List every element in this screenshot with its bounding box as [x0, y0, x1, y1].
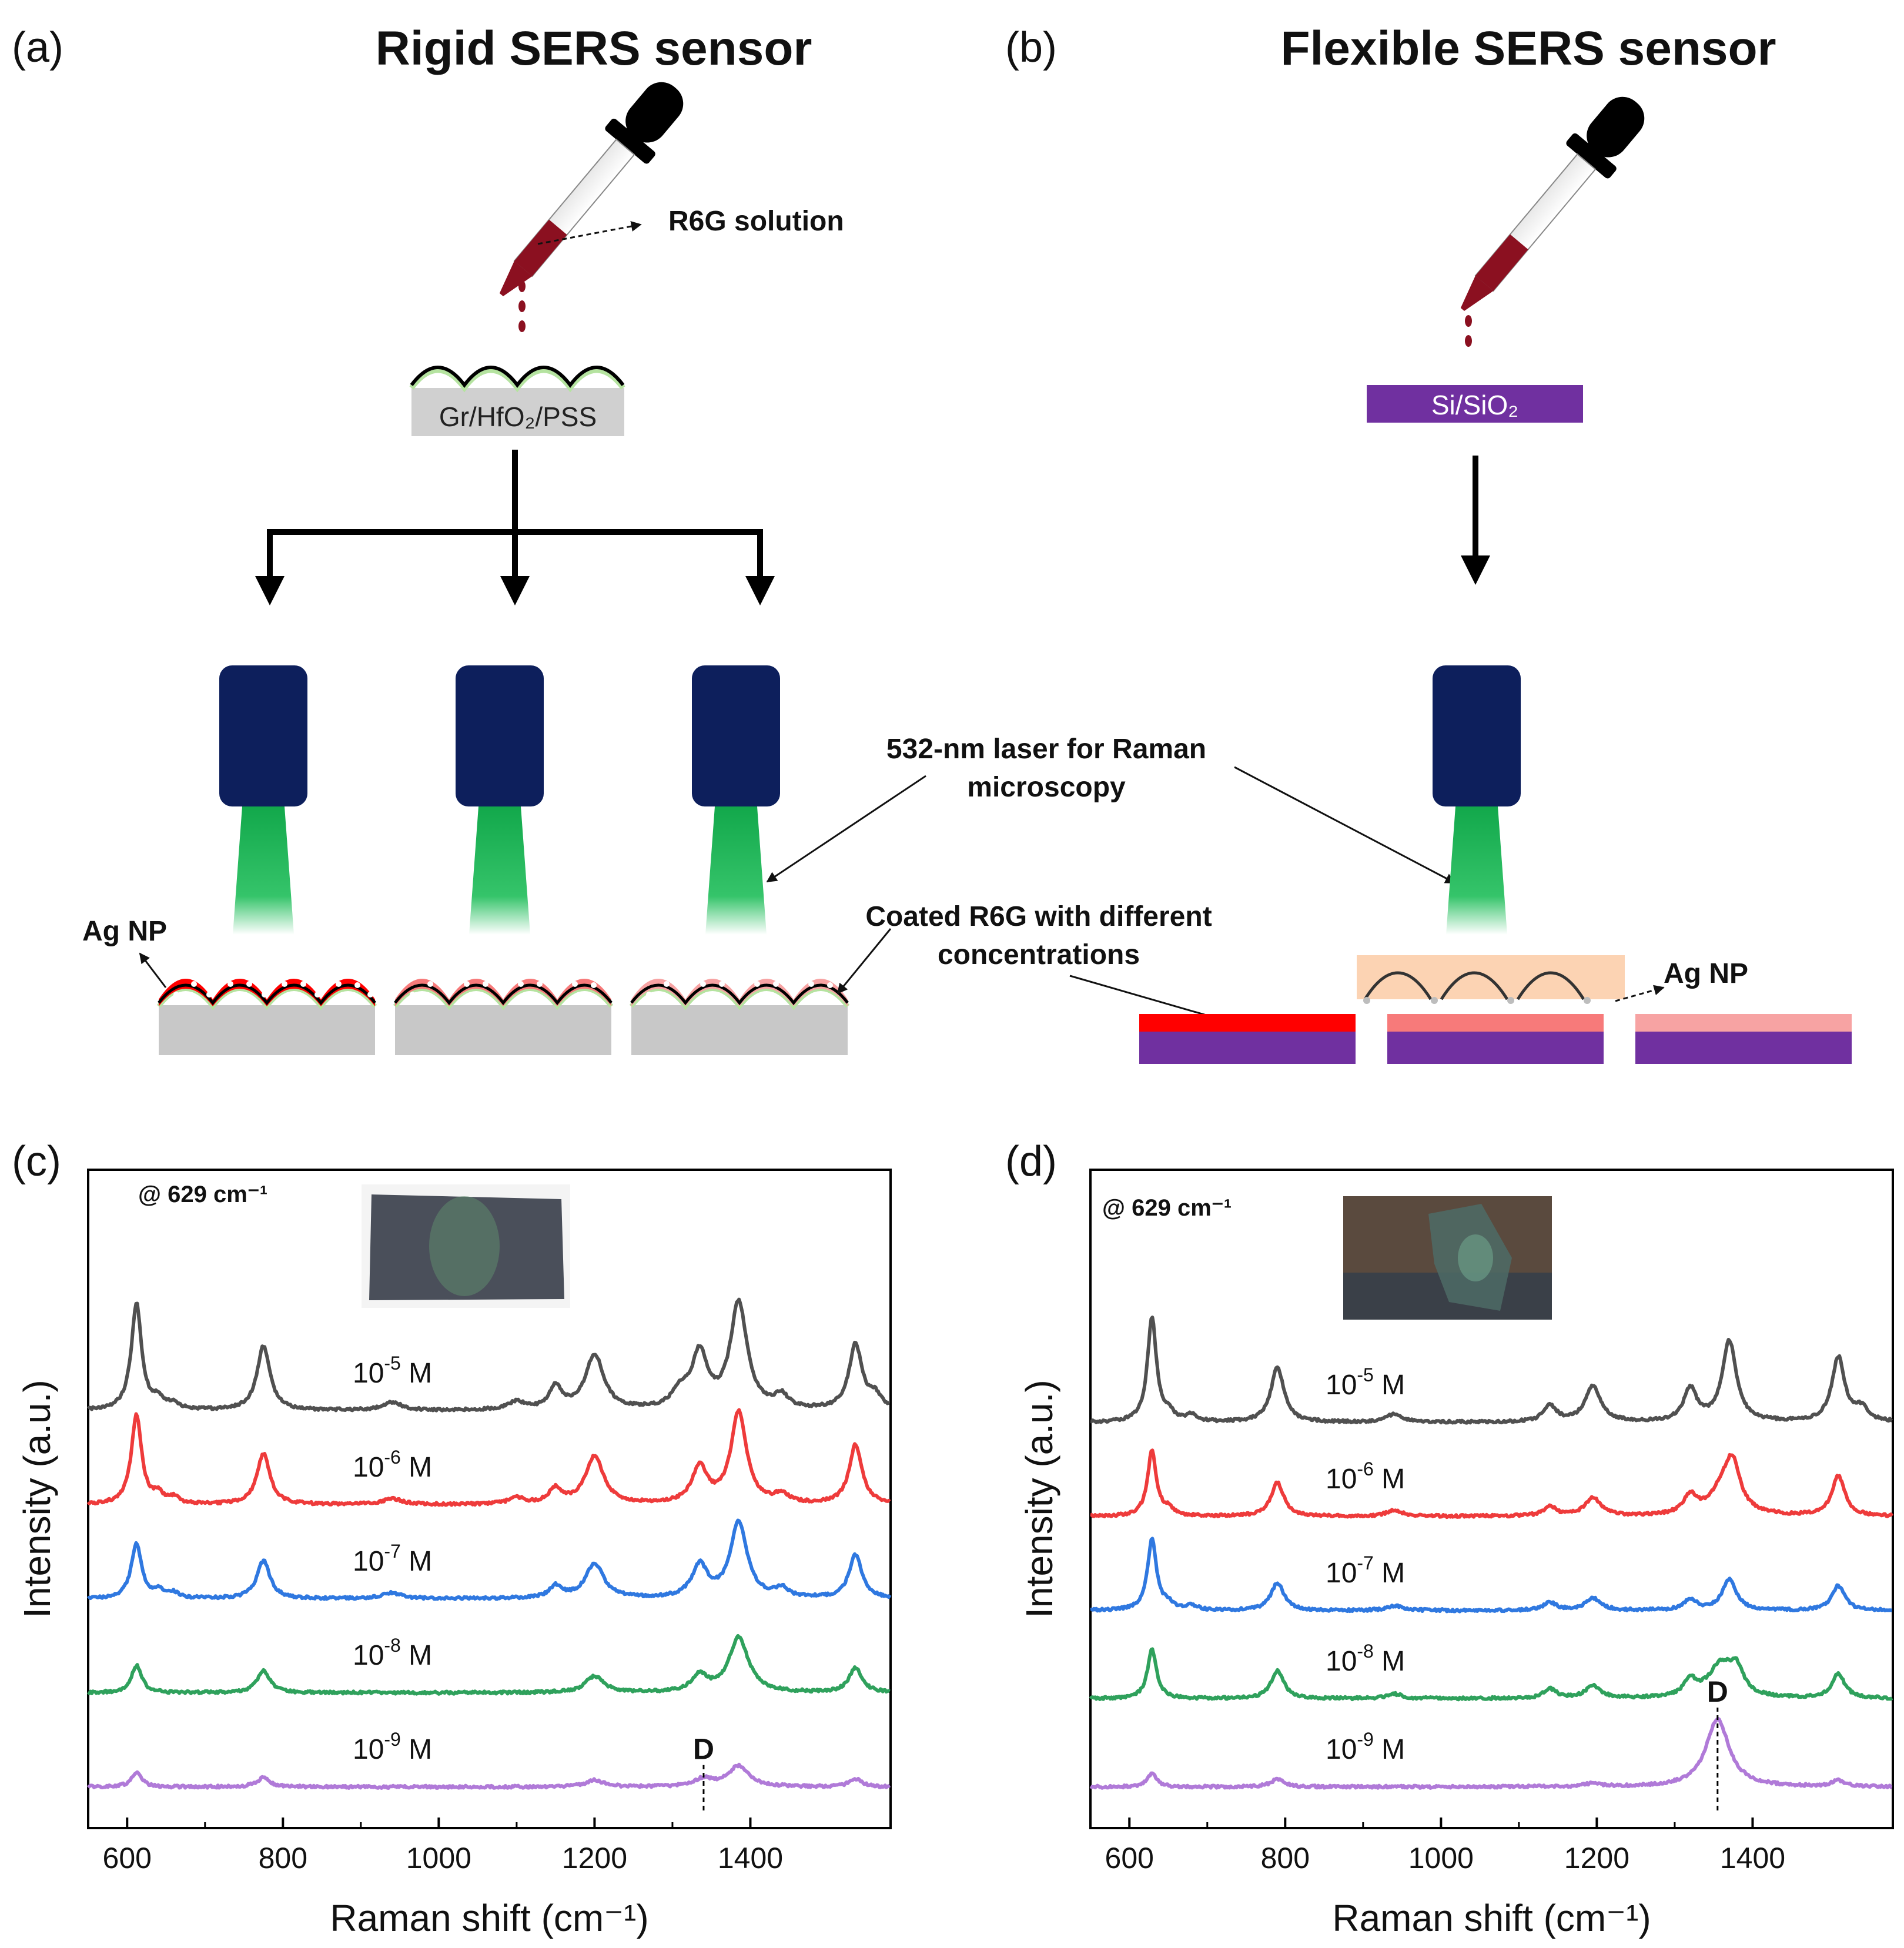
series-label: 10-7 M: [353, 1541, 432, 1577]
panel-a-title: Rigid SERS sensor: [376, 22, 812, 75]
series-line: [1090, 1537, 1893, 1614]
panel-a: (a) Rigid SERS sensor R6G solution Gr/Hf…: [12, 22, 1456, 1055]
chart-c-frame: [87, 1169, 892, 1829]
flexible-film: [1357, 955, 1625, 1004]
x-tick-label: 1200: [1564, 1842, 1629, 1875]
series-label: 10-6 M: [1326, 1458, 1405, 1495]
laser-1: [219, 665, 307, 935]
chart-d-frame: [1089, 1169, 1894, 1829]
rigid-sample-1: [156, 979, 377, 1055]
series-label: 10-9 M: [353, 1729, 432, 1765]
coated-r6g-label-1: Coated R6G with different: [865, 901, 1212, 932]
rigid-sample-2: [393, 979, 614, 1055]
flexible-sample-3: [1635, 1014, 1852, 1064]
dropper-icon-a: [499, 82, 684, 296]
series-label: 10-8 M: [353, 1635, 432, 1671]
x-tick-label: 1400: [1720, 1842, 1785, 1875]
photo-d: [1343, 1196, 1552, 1320]
series-line: [1089, 1647, 1893, 1702]
x-tick-label: 1400: [718, 1842, 783, 1875]
x-tick-label: 1200: [562, 1842, 627, 1875]
d-band-label: D: [1707, 1675, 1728, 1708]
x-tick-label: 1000: [406, 1842, 471, 1875]
series-line: [1090, 1448, 1894, 1519]
substrate-label-b: Si/SiO₂: [1431, 390, 1518, 420]
x-tick-label: 800: [1261, 1842, 1310, 1875]
series-line: [86, 1408, 891, 1507]
si-sio2-substrate: Si/SiO₂: [1367, 385, 1583, 423]
x-axis-label: Raman shift (cm⁻¹): [330, 1897, 648, 1939]
series-line: [86, 1297, 891, 1413]
d-band-label: D: [693, 1733, 714, 1766]
panel-b-label: (b): [1005, 24, 1057, 71]
series-label: 10-6 M: [353, 1447, 432, 1483]
dropper-icon-b: [1460, 96, 1645, 311]
peak-annotation: @ 629 cm⁻¹: [138, 1181, 267, 1207]
series-label: 10-9 M: [1326, 1729, 1405, 1765]
series-line: [86, 1518, 892, 1601]
laser-label-2: microscopy: [967, 772, 1126, 803]
x-tick-label: 1000: [1408, 1842, 1474, 1875]
series-label: 10-5 M: [1326, 1364, 1405, 1401]
flexible-sample-2: [1387, 1014, 1604, 1064]
branch-arrows: [255, 450, 775, 605]
panel-d-label: (d): [1005, 1138, 1057, 1185]
photo-c: [362, 1184, 570, 1308]
peak-annotation: @ 629 cm⁻¹: [1102, 1195, 1232, 1221]
x-axis-label: Raman shift (cm⁻¹): [1332, 1897, 1651, 1939]
coated-r6g-label-2: concentrations: [938, 939, 1140, 970]
series-line: [1090, 1316, 1893, 1425]
ag-np-label-b: Ag NP: [1664, 958, 1748, 989]
x-tick-label: 600: [1105, 1842, 1154, 1875]
series-label: 10-8 M: [1326, 1641, 1405, 1677]
y-axis-label: Intensity (a.u.): [16, 1380, 58, 1618]
ag-np-label-a: Ag NP: [82, 916, 167, 947]
series-line: [1089, 1716, 1893, 1790]
laser-3: [692, 665, 780, 935]
gr-hfo2-pss-substrate: Gr/HfO₂/PSS: [409, 366, 625, 436]
panel-c-label: (c): [12, 1138, 61, 1185]
series-line: [86, 1762, 891, 1790]
substrate-label-a: Gr/HfO₂/PSS: [439, 401, 597, 432]
laser-2: [456, 665, 544, 935]
panel-b: (b) Flexible SERS sensor Si/SiO₂: [1005, 22, 1852, 1064]
droplets-a: [518, 280, 526, 332]
flexible-sample-1: [1139, 1014, 1356, 1064]
series-label: 10-5 M: [353, 1353, 432, 1389]
y-axis-label: Intensity (a.u.): [1018, 1380, 1060, 1618]
x-tick-label: 800: [259, 1842, 307, 1875]
rigid-sample-3: [629, 979, 850, 1055]
laser-b: [1433, 665, 1521, 935]
series-line: [86, 1634, 891, 1696]
panel-b-title: Flexible SERS sensor: [1280, 22, 1776, 75]
x-tick-label: 600: [103, 1842, 152, 1875]
laser-label-1: 532-nm laser for Raman: [886, 734, 1206, 765]
panel-a-label: (a): [12, 24, 63, 71]
r6g-solution-label: R6G solution: [668, 206, 844, 237]
series-label: 10-7 M: [1326, 1552, 1405, 1589]
droplets-b: [1465, 295, 1472, 347]
